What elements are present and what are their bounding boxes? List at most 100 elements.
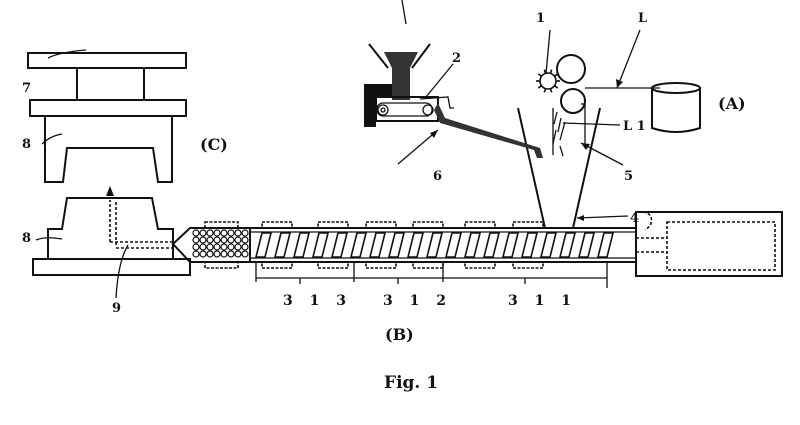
leader-l (616, 29, 641, 89)
zone-label-313: 3 1 3 (283, 293, 352, 309)
drive-coupling (642, 211, 653, 231)
pellet (220, 236, 228, 244)
screw-flight (558, 232, 577, 258)
lower-mold (47, 197, 174, 259)
heater-band-bottom (464, 261, 496, 269)
screw-flight (577, 232, 596, 258)
molten-pellets (192, 229, 249, 258)
cutter-wheel-icon (536, 69, 560, 93)
pellet (192, 243, 200, 251)
pellet (192, 236, 200, 244)
arrow-5-icon (581, 143, 590, 150)
extruder-barrel: 4 3 1 3 3 1 2 3 1 1 (B) (171, 107, 783, 344)
pellet (199, 236, 207, 244)
arrow-6-icon (430, 130, 438, 138)
pellet (206, 250, 214, 258)
screw-flight (330, 232, 349, 258)
pellet (199, 243, 207, 251)
label-l: L (638, 11, 647, 26)
screw-flight (539, 232, 558, 258)
drive-shaft (636, 237, 667, 253)
spacer (401, 0, 407, 25)
hopper-left-wall (368, 43, 389, 69)
pellet (206, 243, 214, 251)
label-6: 6 (433, 169, 442, 184)
cutter-blade (554, 73, 559, 77)
leader-8-upper (41, 133, 63, 145)
cut-fibers-l1 (552, 111, 566, 157)
leader-9 (115, 244, 129, 299)
heater-band-top (317, 221, 349, 229)
pellet (206, 229, 214, 237)
leader-l1 (562, 122, 621, 126)
cutter-blade (537, 85, 542, 89)
inlet-funnel-right (572, 107, 601, 229)
cutter-hub (539, 72, 557, 90)
heater-band-top (365, 221, 397, 229)
nozzle (171, 227, 251, 263)
screw-flight (596, 232, 615, 258)
pellet (199, 250, 207, 258)
label-4: 4 (630, 211, 639, 226)
roller-axle-icon (380, 107, 386, 113)
label-7: 7 (22, 81, 31, 96)
pellet (227, 250, 235, 258)
drive-unit-housing (635, 211, 783, 277)
leader-7 (47, 49, 87, 59)
screw-flight (425, 232, 444, 258)
pellet (220, 250, 228, 258)
figure-caption: Fig. 1 (384, 373, 438, 393)
pellet (241, 243, 249, 251)
pellet (213, 236, 221, 244)
pellet (220, 229, 228, 237)
screw-flight (368, 232, 387, 258)
label-2: 2 (452, 51, 461, 66)
leader-6 (397, 129, 439, 165)
conveyor-roller-right-icon (422, 104, 434, 116)
heater-band-bottom (204, 261, 239, 269)
fiber-spool (651, 88, 701, 133)
press-top-plate (27, 52, 187, 69)
flow-path-outline (115, 200, 174, 249)
heater-band-top (412, 221, 444, 229)
cutter-blade (543, 69, 547, 74)
screw-flight (444, 232, 463, 258)
hopper-right-wall (411, 43, 431, 69)
pellet (192, 229, 200, 237)
heater-band-bottom (512, 261, 544, 269)
screw-flight (254, 232, 273, 258)
screw-flight (349, 232, 368, 258)
arrow-up-icon (106, 186, 114, 196)
upper-roller (556, 54, 586, 84)
pellet (227, 243, 235, 251)
pellet-feeder: 2 6 (364, 0, 543, 184)
screw-flights (254, 232, 615, 258)
arrow-4-icon (577, 215, 584, 221)
pellet (192, 250, 200, 258)
heater-bands (204, 221, 544, 269)
pellet (234, 229, 242, 237)
leader-1 (545, 29, 551, 75)
screw-flight (463, 232, 482, 258)
screw-flight (387, 232, 406, 258)
upper-mold (44, 116, 173, 183)
pellet (213, 229, 221, 237)
press-platen (29, 99, 187, 117)
press-assembly: 7 8 (C) (22, 49, 228, 183)
heater-band-top (261, 221, 293, 229)
heater-band-top (464, 221, 496, 229)
cutter-blade (537, 73, 542, 77)
chute-6 (434, 103, 543, 158)
label-9: 9 (112, 301, 121, 316)
leader-2 (425, 63, 454, 98)
inlet-funnel-left (517, 107, 546, 229)
heater-band-top (204, 221, 239, 229)
label-1: 1 (536, 11, 545, 26)
pellet (234, 250, 242, 258)
heater-band-bottom (317, 261, 349, 269)
screw-flight (292, 232, 311, 258)
section-label-c: (C) (200, 135, 228, 154)
heater-band-top (512, 221, 544, 229)
zone-label-312: 3 1 2 (383, 293, 452, 309)
